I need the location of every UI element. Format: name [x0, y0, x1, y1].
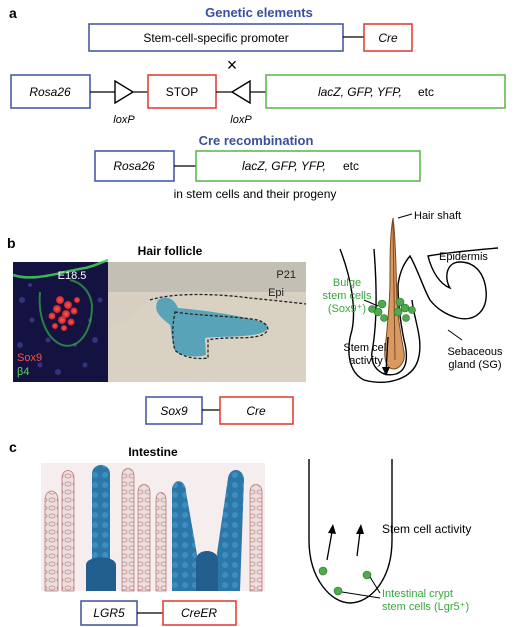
cre-box — [363, 23, 413, 52]
reporter-recombined-label: lacZ, GFP, YFP, — [242, 159, 326, 173]
sox9-gene-label: Sox9 — [160, 404, 188, 418]
panel-a: a Genetic elements Stem-cell-specific pr… — [9, 5, 506, 201]
sg-label-2: gland (SG) — [448, 359, 501, 371]
promoter-label: Stem-cell-specific promoter — [143, 31, 288, 45]
cross-symbol: × — [227, 55, 238, 75]
leader-line — [447, 329, 463, 341]
crypt-label-2: stem cells (Lgr5⁺) — [382, 601, 469, 613]
lgr5-lineage-right-2 — [214, 469, 244, 591]
reporter-label: lacZ, GFP, YFP, — [318, 85, 402, 99]
stop-label: STOP — [166, 85, 198, 99]
activity-arrowhead — [382, 367, 390, 376]
hair-follicle-schematic — [339, 213, 499, 383]
bulge-label-2: stem cells — [323, 290, 372, 302]
sg-label-1: Sebaceous — [447, 346, 503, 358]
epi-label: Epi — [268, 287, 284, 299]
reporter-etc: etc — [418, 85, 434, 99]
loxp-triangle-1 — [114, 79, 135, 105]
sox9-stain-label: Sox9 — [17, 352, 42, 364]
crypt-outline — [308, 459, 393, 604]
leader-line — [397, 213, 413, 219]
reporter-recombined-etc: etc — [343, 159, 359, 173]
stage-e18-5: E18.5 — [58, 270, 87, 282]
panel-a-caption: in stem cells and their progeny — [174, 187, 337, 201]
hair-shaft-core — [392, 221, 396, 361]
panel-c-letter: c — [9, 439, 17, 455]
xgal-stained-region — [156, 297, 268, 357]
cre-label-b: Cre — [246, 404, 266, 418]
cre-box-b — [219, 396, 294, 425]
creer-label: CreER — [181, 606, 217, 620]
stage-p21: P21 — [276, 269, 296, 281]
loxp-label-2: loxP — [230, 114, 252, 126]
rosa26-recombined-label: Rosa26 — [113, 159, 155, 173]
crypt-label-1: Intestinal crypt — [382, 588, 453, 600]
crypt-stem-cells — [318, 566, 372, 596]
loxp-triangle-2 — [230, 79, 251, 105]
leader-line — [369, 576, 381, 594]
activity-label-1: Stem cell — [343, 342, 388, 354]
intestinal-crypt-schematic — [308, 459, 393, 604]
activity-arrowhead-left — [328, 524, 336, 534]
epidermis-label: Epidermis — [439, 251, 488, 263]
reporter-recombined-box — [195, 150, 421, 182]
bulge-stem-cells — [368, 297, 416, 322]
follicle-outer-outline — [339, 248, 421, 383]
rosa26-box — [10, 74, 91, 109]
leader-line — [363, 299, 379, 307]
bulge-label-3: (Sox9⁺) — [328, 303, 366, 315]
panel-c: c Intestine LGR5 — [9, 439, 471, 626]
sox9-positive-cells — [48, 296, 80, 331]
crypt-activity-label: Stem cell activity — [382, 522, 471, 536]
loxp-label-1: loxP — [113, 114, 135, 126]
beta4-stain-label: β4 — [17, 366, 29, 378]
activity-arrow-left — [326, 531, 333, 561]
lgr5-lineage-right-1 — [172, 481, 200, 591]
cre-label: Cre — [378, 31, 398, 45]
genetic-elements-title: Genetic elements — [205, 5, 313, 20]
lgr5-box — [80, 600, 138, 626]
cre-recombination-title: Cre recombination — [199, 133, 314, 148]
fluorescence-image: E18.5 Sox9 β4 — [12, 258, 109, 382]
hair-follicle-title: Hair follicle — [138, 244, 203, 258]
rosa26-label: Rosa26 — [29, 85, 71, 99]
bulge-label-1: Bulge — [333, 277, 361, 289]
hair-shaft-label: Hair shaft — [414, 210, 461, 222]
lgr5-gene-label: LGR5 — [93, 606, 125, 620]
intestine-title: Intestine — [128, 445, 178, 459]
activity-arrow — [385, 336, 389, 373]
activity-arrowhead-right — [356, 524, 364, 534]
leader-line — [341, 591, 381, 599]
stop-box — [147, 74, 217, 109]
reporter-box — [265, 74, 506, 109]
follicle-outline — [371, 247, 499, 376]
xgal-hair-image: P21 Epi — [108, 262, 307, 382]
intestine-image-left — [41, 463, 152, 592]
intestine-image-right — [152, 463, 265, 592]
panel-b: b Hair follicle E18.5 Sox9 β4 — [7, 210, 503, 425]
panel-a-letter: a — [9, 5, 17, 21]
promoter-box — [88, 23, 344, 52]
activity-label-2: activity — [349, 355, 383, 367]
panel-b-letter: b — [7, 235, 16, 251]
activity-arrow-right — [356, 531, 361, 557]
creer-box — [162, 600, 237, 626]
